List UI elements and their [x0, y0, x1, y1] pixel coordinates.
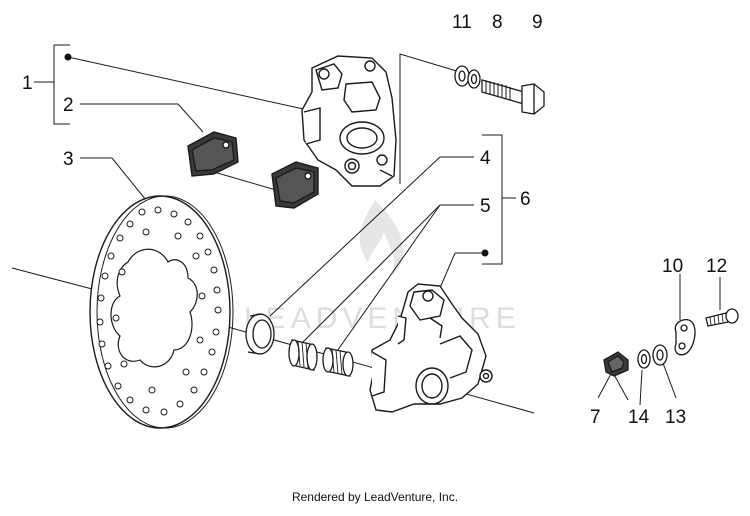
callout-9: 9	[532, 12, 543, 33]
callout-dot-1	[64, 53, 72, 61]
callout-13: 13	[665, 407, 686, 428]
render-credit: Rendered by LeadVenture, Inc.	[291, 490, 459, 504]
callout-11: 11	[452, 12, 472, 33]
bolt-assembly	[454, 65, 545, 115]
callout-6: 6	[520, 189, 531, 210]
brake-pads	[187, 131, 319, 209]
watermark-flame-icon	[359, 200, 404, 276]
callout-14: 14	[628, 407, 650, 428]
callout-5: 5	[480, 196, 491, 217]
bushing-and-bearings	[245, 313, 354, 377]
callout-10: 10	[662, 256, 683, 277]
callout-dot-6	[481, 249, 489, 257]
brake-disc	[89, 195, 234, 429]
caliper-support	[369, 283, 493, 413]
callout-4: 4	[480, 148, 491, 169]
watermark: LEADVENTURE	[244, 200, 521, 335]
callout-2: 2	[63, 95, 74, 116]
callout-labels: 1 2 3 11 8 9 4 5 6 10 12 7 14 13	[22, 12, 727, 428]
callout-8: 8	[492, 12, 503, 33]
watermark-text: LEADVENTURE	[244, 302, 521, 335]
callout-12: 12	[706, 256, 727, 277]
callout-1: 1	[22, 73, 33, 94]
brake-caliper	[301, 55, 397, 187]
small-parts	[603, 308, 739, 377]
callout-7: 7	[590, 407, 601, 428]
screw-12	[705, 312, 729, 327]
callout-3: 3	[63, 149, 74, 170]
